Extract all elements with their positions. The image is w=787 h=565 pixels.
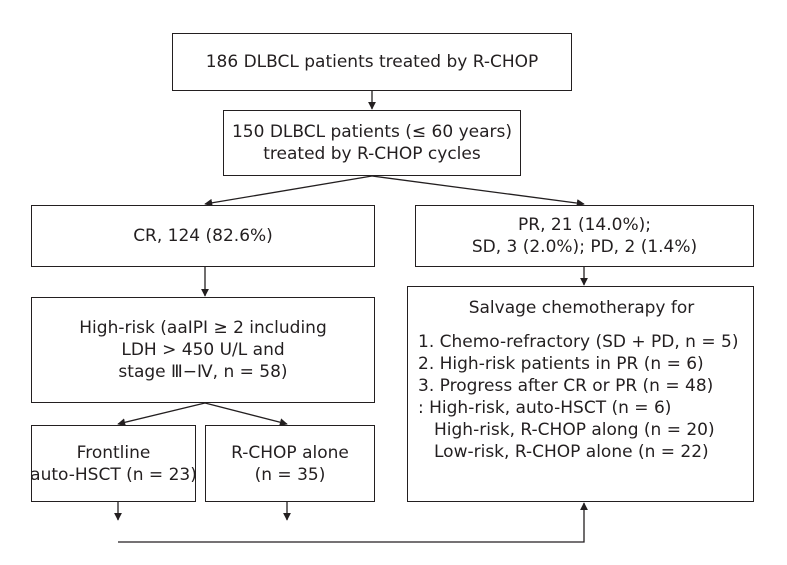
- box-salvage-chemotherapy: Salvage chemotherapy for 1. Chemo-refrac…: [407, 286, 754, 502]
- box-rchop-alone: R-CHOP alone (n = 35): [205, 425, 375, 502]
- salvage-item-1: 1. Chemo-refractory (SD + PD, n = 5): [418, 332, 739, 352]
- box-all-patients-text: 186 DLBCL patients treated by R-CHOP: [205, 52, 539, 72]
- box-young-patients-line1: 150 DLBCL patients (≤ 60 years): [231, 122, 512, 142]
- box-frontline-line2: auto-HSCT (n = 23): [30, 464, 197, 485]
- box-complete-response-text: CR, 124 (82.6%): [133, 226, 273, 246]
- salvage-title: Salvage chemotherapy for: [468, 298, 695, 318]
- box-complete-response: CR, 124 (82.6%): [31, 205, 375, 267]
- arrow-150-to-pr: [371, 175, 585, 208]
- box-frontline-auto-hsct: Frontline auto-HSCT (n = 23): [30, 425, 197, 502]
- box-partial-response-line2: SD, 3 (2.0%); PD, 2 (1.4%): [471, 237, 698, 257]
- box-rchop-alone-line2: (n = 35): [254, 464, 326, 485]
- box-all-patients: 186 DLBCL patients treated by R-CHOP: [172, 33, 572, 91]
- salvage-subitem-2: High-risk, R-CHOP along (n = 20): [434, 420, 715, 440]
- box-young-patients: 150 DLBCL patients (≤ 60 years) treated …: [223, 110, 521, 176]
- box-high-risk-line1: High-risk (aaIPI ≥ 2 including: [79, 318, 327, 338]
- arrow-highrisk-to-frontline: [117, 402, 206, 427]
- box-high-risk: High-risk (aaIPI ≥ 2 including LDH > 450…: [31, 297, 375, 403]
- box-partial-response-line1: PR, 21 (14.0%);: [518, 215, 651, 235]
- salvage-item-2: 2. High-risk patients in PR (n = 6): [418, 354, 704, 374]
- box-high-risk-line3: stage Ⅲ−Ⅳ, n = 58): [118, 362, 288, 382]
- arrow-highrisk-to-rchop: [204, 402, 288, 427]
- box-frontline-line1: Frontline: [76, 442, 151, 463]
- box-high-risk-line2: LDH > 450 U/L and: [121, 340, 285, 360]
- arrow-bottom-to-salvage: [118, 502, 588, 543]
- arrow-150-to-cr: [204, 175, 373, 207]
- box-young-patients-line2: treated by R-CHOP cycles: [263, 144, 481, 164]
- box-partial-response: PR, 21 (14.0%); SD, 3 (2.0%); PD, 2 (1.4…: [415, 205, 754, 267]
- salvage-subitem-3: Low-risk, R-CHOP alone (n = 22): [434, 442, 709, 462]
- salvage-item-3: 3. Progress after CR or PR (n = 48): [418, 376, 714, 396]
- box-rchop-alone-line1: R-CHOP alone: [231, 442, 349, 463]
- salvage-subitem-1: : High-risk, auto-HSCT (n = 6): [418, 398, 672, 418]
